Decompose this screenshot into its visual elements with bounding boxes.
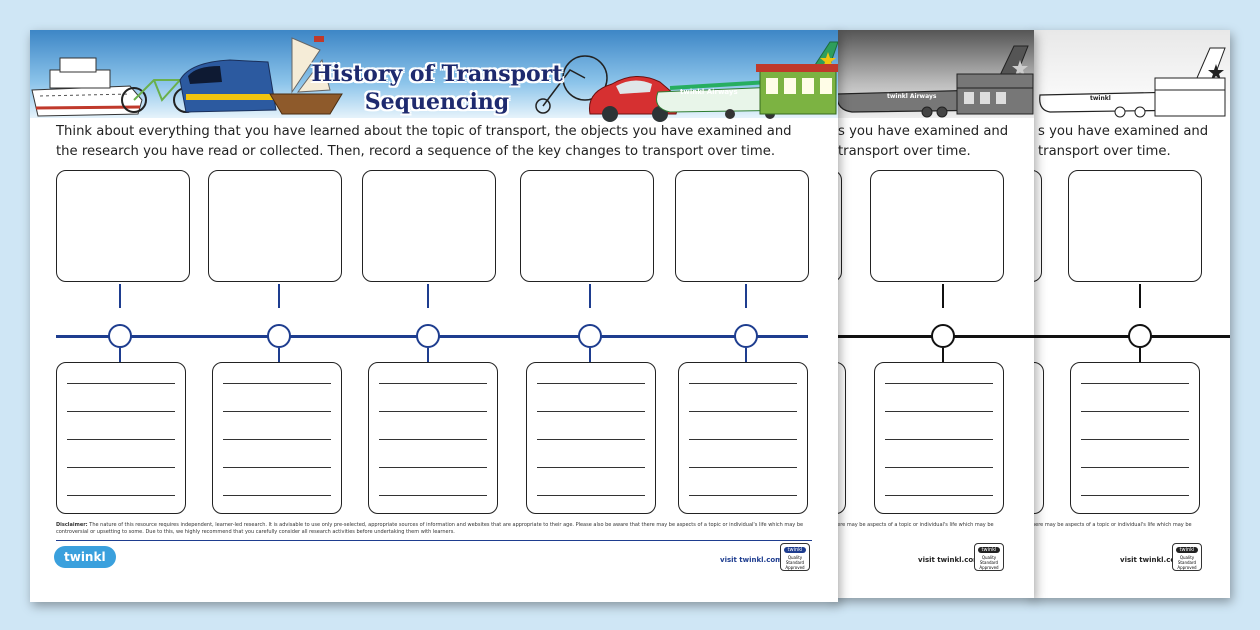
event-notes-box-1[interactable] (56, 362, 186, 514)
timeline-node (1128, 324, 1152, 348)
disclaimer-text: The nature of this resource requires ind… (56, 522, 804, 535)
title-line-1: History of Transport (311, 61, 563, 87)
transport-illustration: twinkl Airways (836, 45, 1034, 118)
car-icon (588, 76, 679, 122)
event-notes-box-2[interactable] (212, 362, 342, 514)
event-notes-box-3[interactable] (368, 362, 498, 514)
event-notes-box[interactable] (1070, 362, 1200, 514)
airline-label: twinkl Airways (680, 88, 738, 96)
footer-divider (56, 540, 812, 541)
transport-illustration: twinkl (1039, 47, 1226, 118)
instruction-line-1: Think about everything that you have lea… (56, 124, 792, 139)
event-image-box-2[interactable] (208, 170, 342, 282)
event-image-box[interactable] (870, 170, 1004, 282)
event-image-box-5[interactable] (675, 170, 809, 282)
timeline-node (931, 324, 955, 348)
disclaimer-label: Disclaimer: (56, 522, 88, 528)
instruction-line-1: s you have examined and (1038, 124, 1209, 139)
event-image-box-4[interactable] (520, 170, 654, 282)
visit-link[interactable]: visit twinkl.com (720, 556, 783, 564)
worksheet-grey-middle: twinkl Airways s you have examined and t… (832, 30, 1034, 598)
transport-illustration: twinkl Airways (31, 36, 838, 122)
event-image-box-1[interactable] (56, 170, 190, 282)
tram-icon (756, 64, 838, 115)
title-line-2: Sequencing (364, 89, 510, 115)
disclaimer: Disclaimer: The nature of this resource … (56, 522, 816, 536)
worksheet-colour-front: twinkl Airways History of Transport Sequ… (30, 30, 838, 602)
timeline-node-3 (416, 324, 440, 348)
visit-link[interactable]: visit twinkl.com (1120, 556, 1183, 564)
timeline-node-1 (108, 324, 132, 348)
event-image-box[interactable] (1068, 170, 1202, 282)
instruction-line-2: the research you have read or collected.… (56, 144, 776, 159)
sailing-ship-icon (269, 36, 343, 115)
penny-farthing-icon (535, 55, 608, 114)
event-notes-box-4[interactable] (526, 362, 656, 514)
airline-label: twinkl Airways (887, 93, 937, 100)
instruction-line-2: transport over time. (1038, 144, 1171, 159)
timeline-node-4 (578, 324, 602, 348)
visit-link[interactable]: visit twinkl.com (918, 556, 981, 564)
timeline-node-2 (267, 324, 291, 348)
disclaimer: there may be aspects of a topic or indiv… (1030, 522, 1192, 528)
event-image-box-3[interactable] (362, 170, 496, 282)
cruise-ship-icon (31, 57, 143, 117)
event-notes-box[interactable] (874, 362, 1004, 514)
timeline-node-5 (734, 324, 758, 348)
instruction-line-1: s you have examined and (838, 124, 1009, 139)
event-notes-box-5[interactable] (678, 362, 808, 514)
page-title: History of Transport Sequencing (302, 60, 572, 116)
airline-label: twinkl (1090, 95, 1111, 102)
twinkl-logo[interactable]: twinkl (54, 546, 116, 568)
train-icon (179, 59, 277, 113)
disclaimer: there may be aspects of a topic or indiv… (832, 522, 994, 528)
instruction-line-2: transport over time. (838, 144, 971, 159)
worksheet-bw-back: twinkl s you have examined and transport… (1030, 30, 1230, 598)
